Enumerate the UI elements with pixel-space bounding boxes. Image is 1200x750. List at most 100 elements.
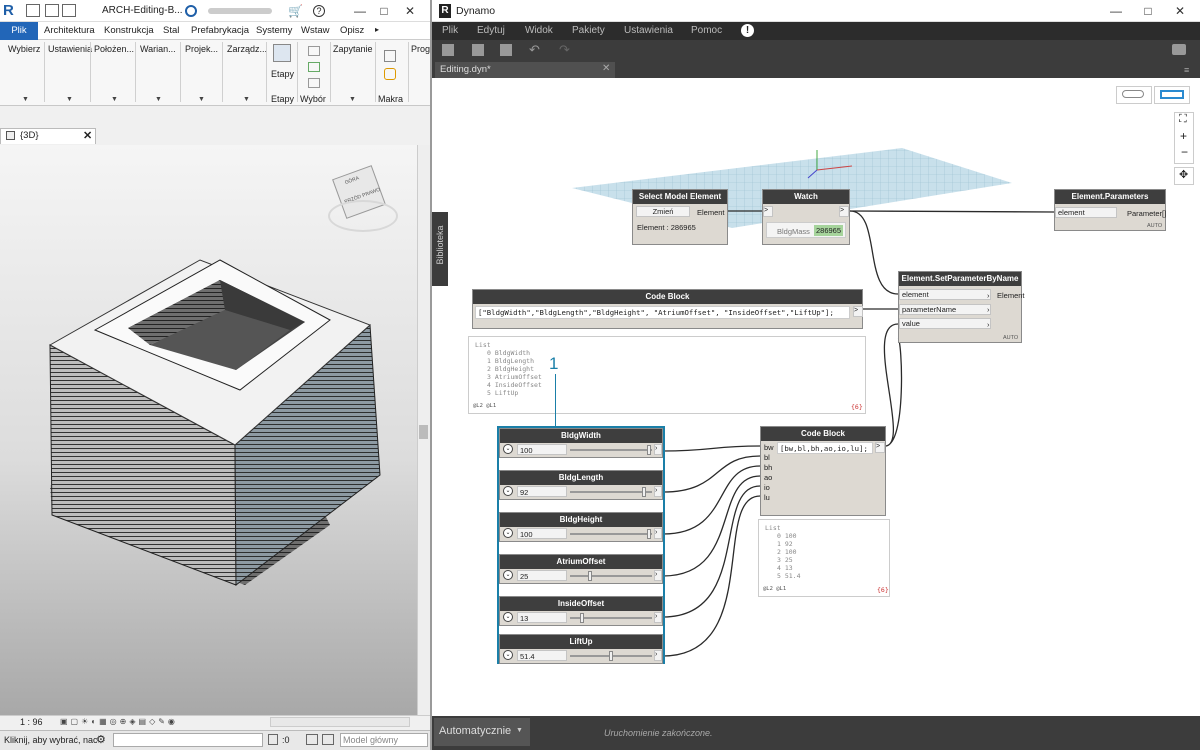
select-link-icon[interactable] xyxy=(308,78,320,88)
select-icon[interactable] xyxy=(308,46,320,56)
slider-track[interactable] xyxy=(570,533,652,535)
tab-menu-icon[interactable]: ≡ xyxy=(1184,65,1190,75)
slider-thumb[interactable] xyxy=(588,571,592,581)
slider-expand-icon[interactable]: ⌄ xyxy=(503,570,513,580)
input-port-element[interactable]: element xyxy=(1055,207,1117,218)
ribbon-projekt[interactable]: Projek... xyxy=(185,44,219,54)
undo-icon[interactable]: ↶ xyxy=(529,42,540,57)
open-icon[interactable] xyxy=(45,4,59,17)
slider-expand-icon[interactable]: ⌄ xyxy=(503,650,513,660)
dmenu-widok[interactable]: Widok xyxy=(525,25,553,36)
dmenu-pomoc[interactable]: Pomoc xyxy=(691,25,723,36)
zoom-fit-icon[interactable]: ⛶ xyxy=(1179,113,1187,125)
slider-value[interactable]: 92 xyxy=(517,486,567,497)
minimize-button[interactable]: — xyxy=(354,4,366,18)
input-port-element[interactable]: element xyxy=(899,289,991,300)
node-slider-4[interactable]: InsideOffset⌄13› xyxy=(499,596,663,626)
input-port-value[interactable]: value xyxy=(899,318,991,329)
library-tab[interactable] xyxy=(432,212,448,286)
save-file-icon[interactable] xyxy=(500,44,512,56)
menu-prefabrykacja[interactable]: Prefabrykacja xyxy=(191,25,250,36)
change-button[interactable]: Zmień xyxy=(636,206,690,217)
node-code-block-names[interactable]: Code Block ["BldgWidth","BldgLength","Bl… xyxy=(472,289,863,329)
output-port[interactable]: › xyxy=(654,486,662,497)
output-port-parameters[interactable]: Parameter[] xyxy=(1127,209,1167,218)
node-code-block-values[interactable]: Code Block bw bl bh ao io lu [bw,bl,bh,a… xyxy=(760,426,886,516)
node-slider-3[interactable]: AtriumOffset⌄25› xyxy=(499,554,663,584)
redo-icon[interactable]: ↷ xyxy=(559,42,570,57)
slider-thumb[interactable] xyxy=(580,613,584,623)
screenshot-icon[interactable] xyxy=(1172,44,1186,55)
slider-value[interactable]: 100 xyxy=(517,444,567,455)
slider-value[interactable]: 13 xyxy=(517,612,567,623)
view-scale[interactable]: 1 : 96 xyxy=(20,717,43,727)
notification-icon[interactable]: ! xyxy=(741,24,754,37)
output-port[interactable]: > xyxy=(839,206,849,217)
workset-field[interactable] xyxy=(113,733,263,747)
revit-3d-viewport[interactable]: GÓRA PRZÓD PRAWO xyxy=(0,145,417,715)
dropdown-arrow-icon[interactable]: ▼ xyxy=(243,96,250,103)
output-port[interactable]: › xyxy=(654,650,662,661)
filter-count-icon[interactable] xyxy=(268,734,278,745)
ribbon-warianty[interactable]: Warian... xyxy=(140,44,176,54)
zoom-in-icon[interactable]: + xyxy=(1180,129,1188,143)
input-port-ao[interactable]: ao xyxy=(764,473,773,482)
input-port-bl[interactable]: bl xyxy=(764,453,770,462)
filter-icon[interactable] xyxy=(308,62,320,72)
phases-icon[interactable] xyxy=(273,44,291,62)
view-control-icons[interactable]: ▣▢☀◐▦◎⊕◈▤◇✎◉ xyxy=(60,717,178,726)
zoom-out-icon[interactable]: − xyxy=(1181,145,1189,159)
preview-bubble-values[interactable]: List 0 100 1 92 2 100 3 25 4 13 5 51.4 @… xyxy=(758,519,890,597)
node-select-model-element[interactable]: Select Model Element Zmień Element Eleme… xyxy=(632,189,728,245)
scrollbar-thumb[interactable] xyxy=(419,425,428,439)
dmenu-edytuj[interactable]: Edytuj xyxy=(477,25,505,36)
maximize-button[interactable]: □ xyxy=(380,4,388,18)
code-editor[interactable]: ["BldgWidth","BldgLength","BldgHeight", … xyxy=(475,306,850,319)
model-dropdown[interactable]: Model główny xyxy=(340,733,428,747)
editable-only-icon[interactable] xyxy=(322,734,334,745)
revit-logo-icon[interactable]: R xyxy=(3,2,14,19)
dropdown-arrow-icon[interactable]: ▼ xyxy=(155,96,162,103)
dropdown-arrow-icon[interactable]: ▼ xyxy=(198,96,205,103)
tab-close-icon[interactable]: ✕ xyxy=(602,63,611,74)
input-port[interactable]: > xyxy=(763,206,773,217)
dynamo-close-button[interactable]: ✕ xyxy=(1174,4,1186,18)
slider-expand-icon[interactable]: ⌄ xyxy=(503,528,513,538)
node-slider-2[interactable]: BldgHeight⌄100› xyxy=(499,512,663,542)
dropdown-arrow-icon[interactable]: ▼ xyxy=(349,96,356,103)
horizontal-scrollbar[interactable] xyxy=(270,717,410,727)
slider-track[interactable] xyxy=(570,449,652,451)
view-close-icon[interactable]: ✕ xyxy=(83,130,93,142)
slider-thumb[interactable] xyxy=(647,445,652,455)
slider-value[interactable]: 100 xyxy=(517,528,567,539)
cart-icon[interactable]: 🛒 xyxy=(288,4,303,18)
view-tab-3d[interactable] xyxy=(0,128,96,144)
home-icon[interactable] xyxy=(26,4,40,17)
ribbon-zapytanie[interactable]: Zapytanie xyxy=(333,44,373,54)
slider-track[interactable] xyxy=(570,491,652,493)
menu-plik[interactable]: Plik xyxy=(0,22,38,40)
dmenu-pakiety[interactable]: Pakiety xyxy=(572,25,605,36)
help-icon[interactable]: ? xyxy=(313,5,325,17)
design-options-icon[interactable] xyxy=(306,734,318,745)
node-watch[interactable]: Watch > > BldgMass 286965 xyxy=(762,189,850,245)
dmenu-ustawienia[interactable]: Ustawienia xyxy=(624,25,673,36)
output-port-element[interactable]: Element xyxy=(997,291,1025,300)
slider-expand-icon[interactable]: ⌄ xyxy=(503,444,513,454)
open-file-icon[interactable] xyxy=(472,44,484,56)
output-port-element[interactable]: Element xyxy=(697,208,725,217)
ribbon-programowanie[interactable]: Prog xyxy=(411,44,430,54)
menu-arrow-icon[interactable]: ▸ xyxy=(375,25,380,34)
slider-thumb[interactable] xyxy=(641,487,646,497)
input-port-io[interactable]: io xyxy=(764,483,770,492)
output-port[interactable]: › xyxy=(654,570,662,581)
menu-wstaw[interactable]: Wstaw xyxy=(301,25,330,36)
pan-button[interactable] xyxy=(1174,167,1194,185)
node-slider-5[interactable]: LiftUp⌄51.4› xyxy=(499,634,663,664)
slider-value[interactable]: 51.4 xyxy=(517,650,567,661)
view-cube-compass[interactable] xyxy=(328,200,398,232)
ribbon-wybierz[interactable]: Wybierz xyxy=(8,44,41,54)
dynamo-maximize-button[interactable]: □ xyxy=(1144,4,1152,18)
dropdown-arrow-icon[interactable]: ▼ xyxy=(111,96,118,103)
slider-thumb[interactable] xyxy=(647,529,652,539)
